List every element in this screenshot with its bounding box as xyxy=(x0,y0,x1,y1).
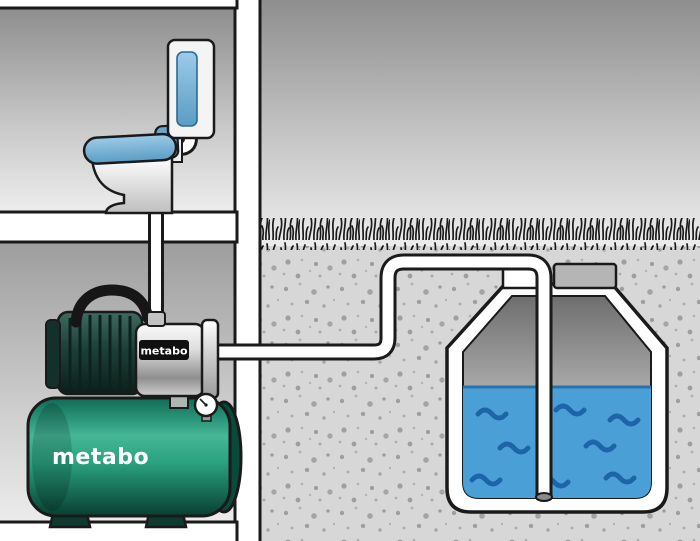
floor-slab xyxy=(0,210,239,244)
pressure-tank-left-shade xyxy=(32,403,72,511)
pipe-inlet-end xyxy=(535,492,553,502)
sky-background xyxy=(260,0,700,252)
pressure-gauge xyxy=(193,392,219,422)
toilet-bowl xyxy=(90,156,174,215)
motor-cooling-fins xyxy=(68,315,132,392)
cistern-access-stub xyxy=(501,266,539,290)
tank-brand-label: metabo xyxy=(52,445,149,470)
toilet-seat-lid xyxy=(82,132,178,165)
cistern-lid-cap xyxy=(552,262,618,290)
suction-pipe xyxy=(214,253,553,502)
riser-outlet-fitting xyxy=(146,311,166,327)
pump-front-cap xyxy=(200,318,220,400)
pump-handle xyxy=(70,284,154,328)
pump-head-label-band xyxy=(139,340,189,360)
cistern-water-level-indicator xyxy=(176,51,198,127)
pump-unit: metabo metabo xyxy=(26,284,243,529)
wave-marks xyxy=(469,403,641,489)
toilet xyxy=(82,38,216,215)
ceiling-slab xyxy=(0,0,239,10)
underground-cistern xyxy=(445,262,669,514)
basement-floor-slab xyxy=(0,520,239,541)
pressure-tank xyxy=(26,396,232,518)
pump-brand-label: metabo xyxy=(140,345,187,358)
grass-band xyxy=(260,218,700,250)
motor-fan-cover xyxy=(45,319,61,389)
